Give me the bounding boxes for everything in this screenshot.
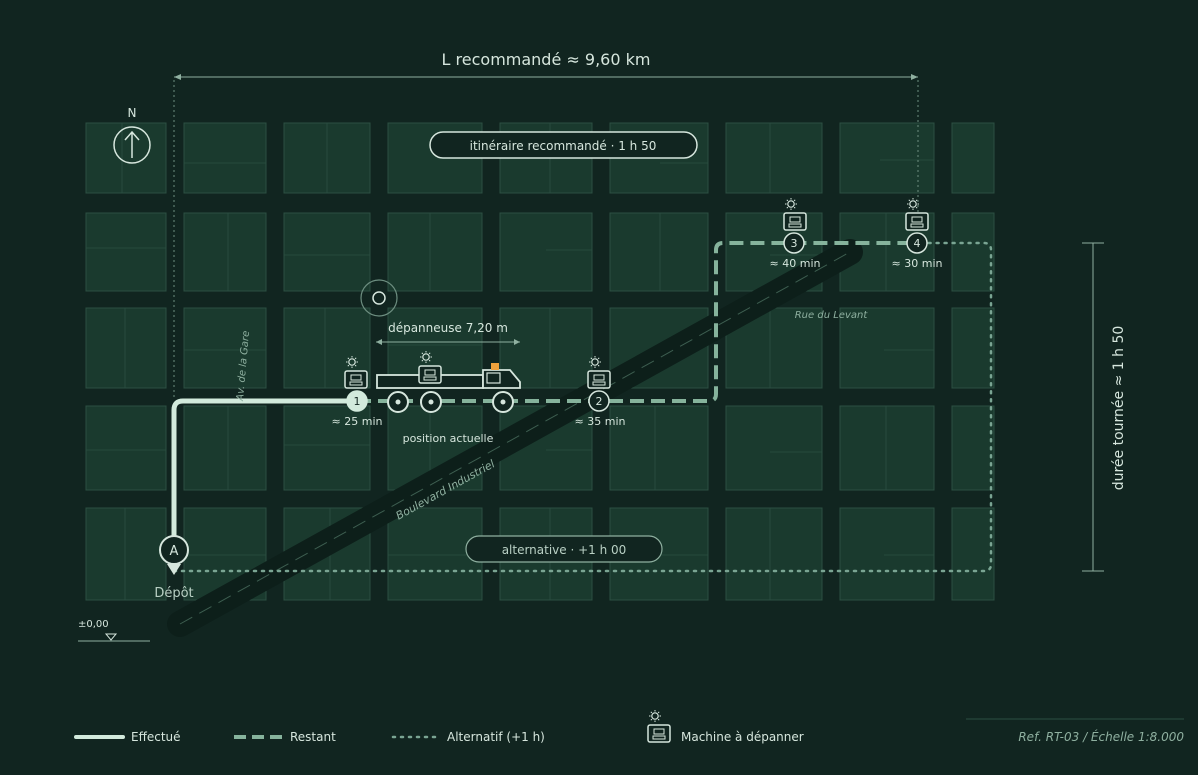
completed-route — [171, 398, 360, 553]
recommended-badge-label: itinéraire recommandé · 1 h 50 — [470, 139, 657, 153]
alternative-badge-label: alternative · +1 h 00 — [502, 543, 627, 557]
recommended-route-badge: itinéraire recommandé · 1 h 50 — [429, 131, 698, 159]
legend-machine-label: Machine à dépanner — [681, 730, 804, 744]
stop-3[interactable]: 3 ≈ 40 min — [770, 197, 821, 270]
current-position-target-icon — [360, 279, 398, 317]
stop-1[interactable]: 1 ≈ 25 min — [332, 355, 383, 428]
reference-label: Ref. RT-03 / Échelle 1:8.000 — [1018, 729, 1184, 744]
alternative-route — [172, 241, 993, 573]
level-label: ±0,00 — [78, 619, 109, 630]
depot-pin[interactable]: A — [159, 535, 189, 575]
length-label: L recommandé ≈ 9,60 km — [442, 50, 651, 69]
legend-machine-icon — [647, 709, 671, 743]
street-levant: Rue du Levant — [795, 310, 869, 321]
duration-label: durée tournée ≈ 1 h 50 — [1111, 326, 1127, 491]
stop-3-number: 3 — [791, 237, 798, 250]
depot-label: Dépôt — [154, 586, 193, 601]
stop-2[interactable]: 2 ≈ 35 min — [575, 355, 626, 428]
city-blocks — [85, 122, 995, 601]
legend: Effectué Restant Alternatif (+1 h) Machi… — [74, 709, 1184, 744]
current-position-label: position actuelle — [403, 432, 494, 445]
length-dimension — [173, 74, 919, 400]
legend-remaining-label: Restant — [290, 730, 336, 744]
stop-3-time: ≈ 40 min — [770, 257, 821, 270]
tow-truck-icon — [376, 363, 521, 413]
machine-icon — [783, 197, 807, 231]
remaining-route — [357, 241, 918, 403]
truck-length-label: dépanneuse 7,20 m — [388, 321, 508, 335]
stop-1-number: 1 — [354, 395, 361, 408]
north-arrow-icon — [113, 126, 151, 164]
alternative-route-badge: alternative · +1 h 00 — [465, 535, 663, 563]
machine-icon — [905, 197, 929, 231]
stop-4-time: ≈ 30 min — [892, 257, 943, 270]
legend-alternative-label: Alternatif (+1 h) — [447, 730, 545, 744]
truck-length-dimension — [376, 339, 520, 345]
duration-dimension — [1082, 242, 1104, 572]
depot-marker-letter: A — [170, 544, 179, 559]
north-label: N — [128, 106, 137, 120]
stop-2-time: ≈ 35 min — [575, 415, 626, 428]
stop-4-number: 4 — [914, 237, 921, 250]
stop-2-number: 2 — [596, 395, 603, 408]
stop-1-time: ≈ 25 min — [332, 415, 383, 428]
stop-4[interactable]: 4 ≈ 30 min — [892, 197, 943, 270]
boulevard-industriel — [167, 239, 863, 637]
legend-done-label: Effectué — [131, 730, 181, 744]
level-marker-icon — [78, 633, 150, 642]
